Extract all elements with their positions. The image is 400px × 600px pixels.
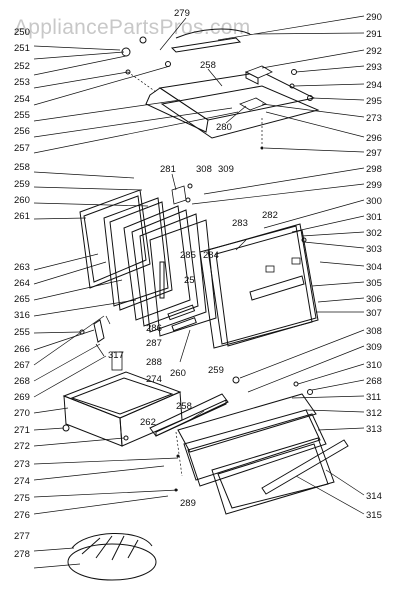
left-hardware bbox=[79, 315, 111, 357]
callout-278: 278 bbox=[14, 549, 30, 560]
callout-270: 270 bbox=[14, 408, 30, 419]
callout-285: 285 bbox=[180, 250, 196, 261]
broiler-pan bbox=[67, 533, 157, 581]
callout-274: 274 bbox=[14, 476, 30, 487]
callout-260: 260 bbox=[14, 195, 30, 206]
callout-295: 295 bbox=[366, 96, 382, 107]
callout-282: 282 bbox=[262, 210, 278, 221]
callout-301: 301 bbox=[366, 212, 382, 223]
drawer-front bbox=[177, 381, 349, 515]
callout-258-top: 258 bbox=[200, 60, 216, 71]
callout-306: 306 bbox=[366, 294, 382, 305]
callout-315: 315 bbox=[366, 510, 382, 521]
callout-258-inner: 258 bbox=[176, 401, 192, 412]
callout-260-inner: 260 bbox=[170, 368, 186, 379]
callout-266: 266 bbox=[14, 344, 30, 355]
callout-300: 300 bbox=[366, 196, 382, 207]
drawer-rail bbox=[149, 376, 240, 437]
callout-272: 272 bbox=[14, 441, 30, 452]
callout-307: 307 bbox=[366, 308, 382, 319]
callout-275: 275 bbox=[14, 493, 30, 504]
callout-268: 268 bbox=[14, 376, 30, 387]
callout-279: 279 bbox=[174, 8, 190, 19]
callout-312: 312 bbox=[366, 408, 382, 419]
callout-283: 283 bbox=[232, 218, 248, 229]
callout-259: 259 bbox=[14, 179, 30, 190]
callout-252: 252 bbox=[14, 61, 30, 72]
callout-309-inner: 309 bbox=[218, 164, 234, 175]
callout-284: 284 bbox=[203, 250, 219, 261]
callout-250: 250 bbox=[14, 27, 30, 38]
leader-lines bbox=[33, 15, 365, 569]
callout-304: 304 bbox=[366, 262, 382, 273]
callout-259-inner: 259 bbox=[208, 365, 224, 376]
watermark-text: AppliancePartsPros.com bbox=[14, 16, 251, 39]
callout-296: 296 bbox=[366, 133, 382, 144]
callout-280: 280 bbox=[216, 122, 232, 133]
callout-271: 271 bbox=[14, 425, 30, 436]
callout-257: 257 bbox=[14, 143, 30, 154]
callout-311: 311 bbox=[366, 392, 381, 403]
callout-310: 310 bbox=[366, 360, 382, 371]
callout-294: 294 bbox=[366, 80, 382, 91]
callout-274-inner: 274 bbox=[146, 374, 162, 385]
callout-308: 308 bbox=[366, 326, 382, 337]
callout-258: 258 bbox=[14, 162, 30, 173]
right-labels: 290 291 292 293 294 295 273 296 297 298 … bbox=[366, 12, 382, 521]
callout-313: 313 bbox=[366, 424, 382, 435]
callout-293: 293 bbox=[366, 62, 382, 73]
callout-317: 317 bbox=[108, 350, 124, 361]
callout-302: 302 bbox=[366, 228, 382, 239]
callout-316: 316 bbox=[14, 310, 30, 321]
callout-267: 267 bbox=[14, 360, 30, 371]
callout-309: 309 bbox=[366, 342, 382, 353]
callout-265: 265 bbox=[14, 294, 30, 305]
callout-268r: 268 bbox=[366, 376, 382, 387]
callout-308-inner: 308 bbox=[196, 164, 212, 175]
callout-251: 251 bbox=[14, 43, 30, 54]
callout-25: 25 bbox=[184, 275, 195, 286]
callout-261: 261 bbox=[14, 211, 30, 222]
callout-286: 286 bbox=[146, 323, 162, 334]
callout-281: 281 bbox=[160, 164, 176, 175]
callout-297: 297 bbox=[366, 148, 382, 159]
callout-290: 290 bbox=[366, 12, 382, 23]
callout-303: 303 bbox=[366, 244, 382, 255]
door-frame-stack bbox=[79, 183, 217, 337]
inner-labels: 279 258 280 281 308 309 283 282 285 284 … bbox=[108, 8, 278, 509]
callout-276: 276 bbox=[14, 510, 30, 521]
callout-299: 299 bbox=[366, 180, 382, 191]
callout-287: 287 bbox=[146, 338, 162, 349]
callout-273: 273 bbox=[14, 459, 30, 470]
callout-253: 253 bbox=[14, 77, 30, 88]
callout-288: 288 bbox=[146, 357, 162, 368]
callout-273r: 273 bbox=[366, 113, 382, 124]
callout-292: 292 bbox=[366, 46, 382, 57]
callout-263: 263 bbox=[14, 262, 30, 273]
callout-256: 256 bbox=[14, 126, 30, 137]
callout-305: 305 bbox=[366, 278, 382, 289]
callout-262: 262 bbox=[140, 417, 156, 428]
callout-269: 269 bbox=[14, 392, 30, 403]
callout-264: 264 bbox=[14, 278, 30, 289]
callout-255: 255 bbox=[14, 110, 30, 121]
callout-289: 289 bbox=[180, 498, 196, 509]
callout-314: 314 bbox=[366, 491, 382, 502]
callout-254: 254 bbox=[14, 94, 30, 105]
left-labels: 250 251 252 253 254 255 256 257 258 259 … bbox=[14, 27, 30, 560]
outer-door bbox=[199, 223, 319, 349]
callout-255b: 255 bbox=[14, 327, 30, 338]
callout-291: 291 bbox=[366, 29, 382, 40]
callout-298: 298 bbox=[366, 164, 382, 175]
callout-277: 277 bbox=[14, 531, 30, 542]
